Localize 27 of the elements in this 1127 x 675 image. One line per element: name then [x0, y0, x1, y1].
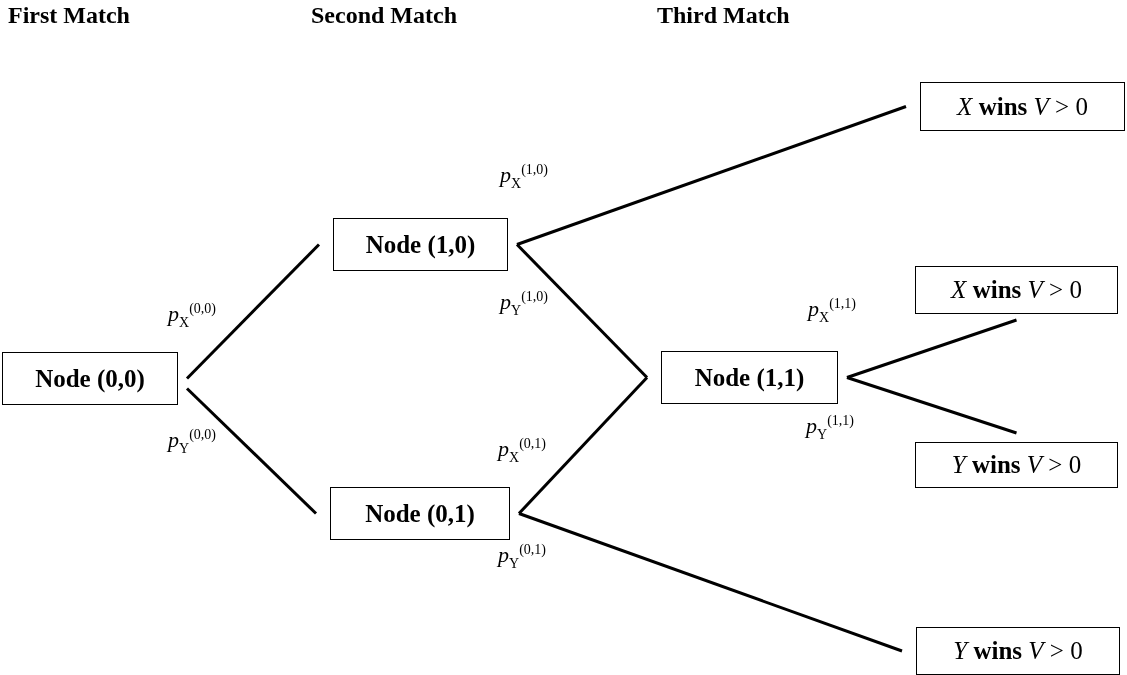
node-box [330, 487, 510, 540]
node-box [333, 218, 508, 271]
node-label: X wins V > 0 [957, 92, 1088, 121]
node-box [2, 352, 178, 405]
node-label: Y wins V > 0 [951, 451, 1082, 479]
node-label: Node (1,1) [694, 363, 805, 392]
node-box [915, 266, 1118, 314]
connector-line [185, 243, 321, 380]
node-label: X wins V > 0 [951, 276, 1082, 304]
node-label: Node (0,0) [35, 364, 145, 393]
node-box [915, 442, 1118, 488]
node-label: Y wins V > 0 [953, 637, 1083, 665]
connector-line [517, 376, 649, 515]
column-heading: Second Match [311, 2, 457, 29]
connector-line [846, 318, 1017, 379]
connector-line [185, 387, 318, 515]
connector-line [516, 105, 907, 246]
column-heading: First Match [8, 2, 130, 29]
connector-line [515, 243, 649, 379]
node-box [916, 627, 1120, 675]
node-box [661, 351, 838, 404]
column-heading: Third Match [657, 2, 790, 29]
node-label: Node (0,1) [365, 499, 475, 528]
connector-line [846, 376, 1017, 435]
node-box [920, 82, 1125, 131]
node-label: Node (1,0) [365, 230, 476, 259]
connector-line [518, 512, 903, 653]
